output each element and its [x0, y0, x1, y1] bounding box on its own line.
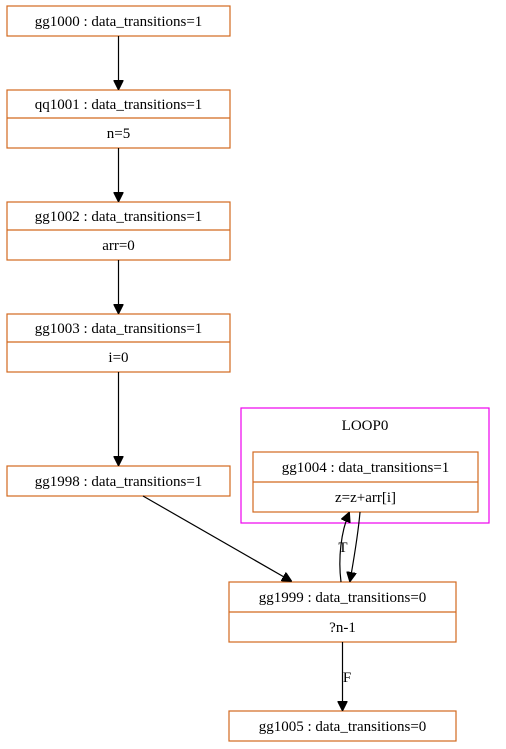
node-gg1005: gg1005 : data_transitions=0 [228, 710, 457, 742]
node-body: ?n-1 [329, 620, 356, 636]
node-header: gg1005 : data_transitions=0 [259, 719, 427, 735]
node-box [6, 201, 231, 261]
edge-gg1998-gg1999 [142, 495, 291, 581]
node-box [6, 5, 231, 37]
node-gg1999: gg1999 : data_transitions=0 ?n-1 [228, 581, 457, 643]
edge-label-false: F [343, 670, 351, 686]
node-header: gg1000 : data_transitions=1 [35, 14, 203, 30]
cluster-label: LOOP0 [342, 418, 389, 434]
node-gg1000: gg1000 : data_transitions=1 [6, 5, 231, 37]
node-header: gg1004 : data_transitions=1 [282, 460, 450, 476]
edge-gg1004-gg1999 [350, 511, 361, 581]
node-body: z=z+arr[i] [335, 490, 396, 506]
node-gg1003: gg1003 : data_transitions=1 i=0 [6, 313, 231, 373]
node-header: gg1998 : data_transitions=1 [35, 474, 203, 490]
edge-gg1999-gg1004 [339, 513, 349, 583]
node-header: gg1003 : data_transitions=1 [35, 321, 203, 337]
edge-label-true: T [338, 540, 347, 556]
cluster-loop0: LOOP0 [240, 407, 490, 524]
cluster-border [240, 407, 490, 524]
node-body: n=5 [107, 126, 130, 142]
node-header: gg1999 : data_transitions=0 [259, 590, 427, 606]
node-qq1001: qq1001 : data_transitions=1 n=5 [6, 89, 231, 149]
node-gg1002: gg1002 : data_transitions=1 arr=0 [6, 201, 231, 261]
node-box [6, 313, 231, 373]
node-body: i=0 [108, 350, 128, 366]
node-box [6, 465, 231, 497]
node-gg1004: gg1004 : data_transitions=1 z=z+arr[i] [252, 451, 479, 513]
node-box [6, 89, 231, 149]
node-gg1998: gg1998 : data_transitions=1 [6, 465, 231, 497]
node-header: qq1001 : data_transitions=1 [35, 97, 203, 113]
node-box [228, 710, 457, 742]
node-header: gg1002 : data_transitions=1 [35, 209, 203, 225]
node-body: arr=0 [102, 238, 135, 254]
